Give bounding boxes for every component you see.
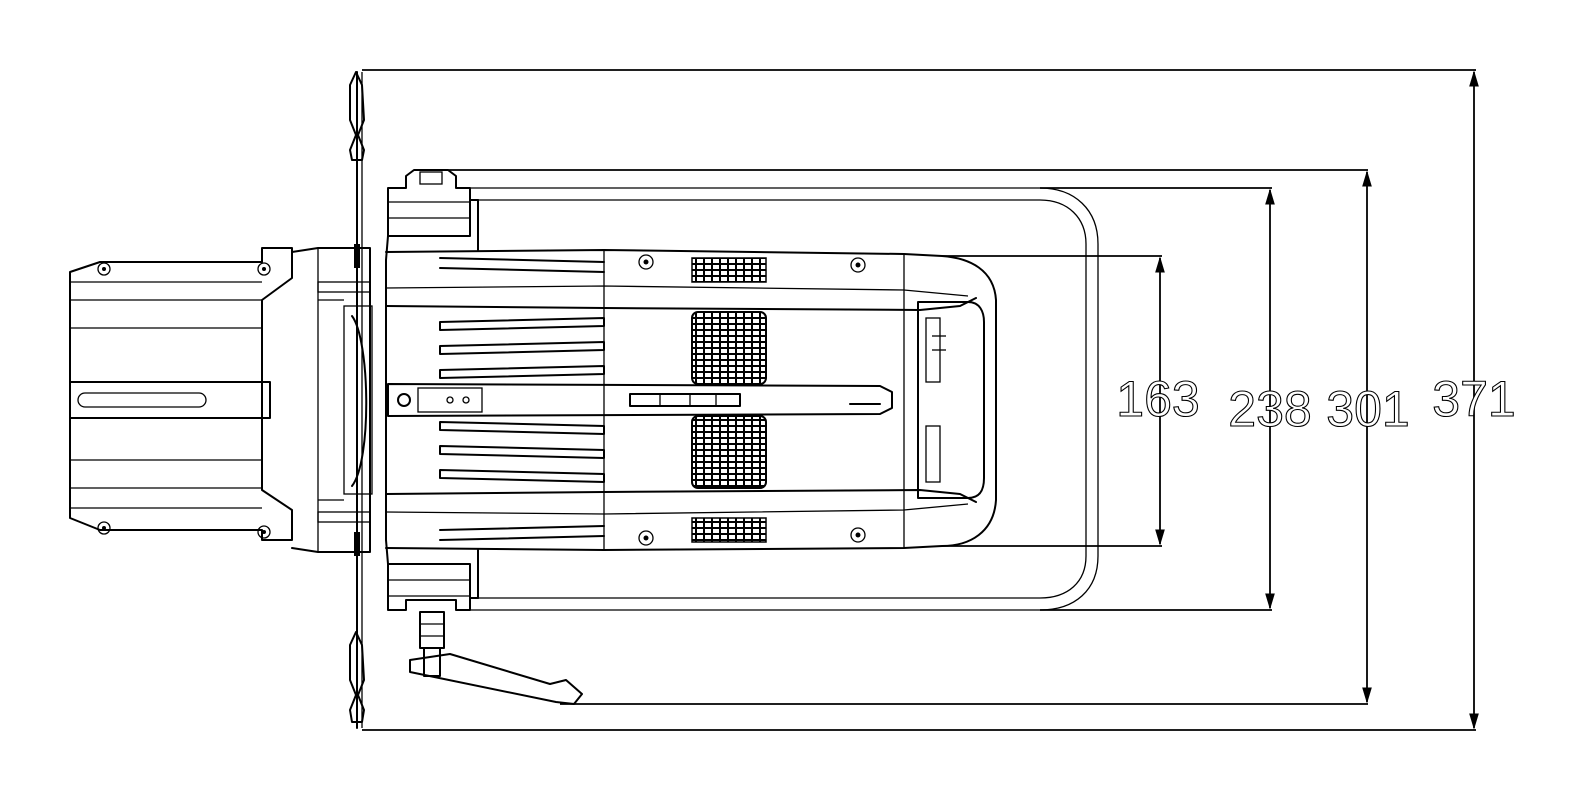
yoke: [349, 71, 365, 729]
top-bracket: [387, 169, 479, 251]
dimension-label-301: 301: [1326, 381, 1409, 437]
envelope-outline: [470, 187, 1099, 611]
vent-grilles: [691, 257, 767, 543]
bottom-bracket: [387, 549, 479, 611]
dimension-label-238: 238: [1228, 381, 1311, 437]
dimension-label-371: 371: [1432, 371, 1515, 427]
center-rail: [387, 383, 893, 417]
dimension-arrows: [1155, 70, 1479, 730]
neck-coupler: [291, 247, 373, 553]
rear-housing: [69, 247, 293, 541]
cooling-fins: [439, 257, 605, 541]
tilt-lock-handle: [409, 611, 583, 705]
body-screws: [638, 254, 866, 546]
dimension-label-163: 163: [1116, 371, 1199, 427]
extension-lines: [362, 69, 1476, 731]
main-body: [385, 235, 997, 565]
